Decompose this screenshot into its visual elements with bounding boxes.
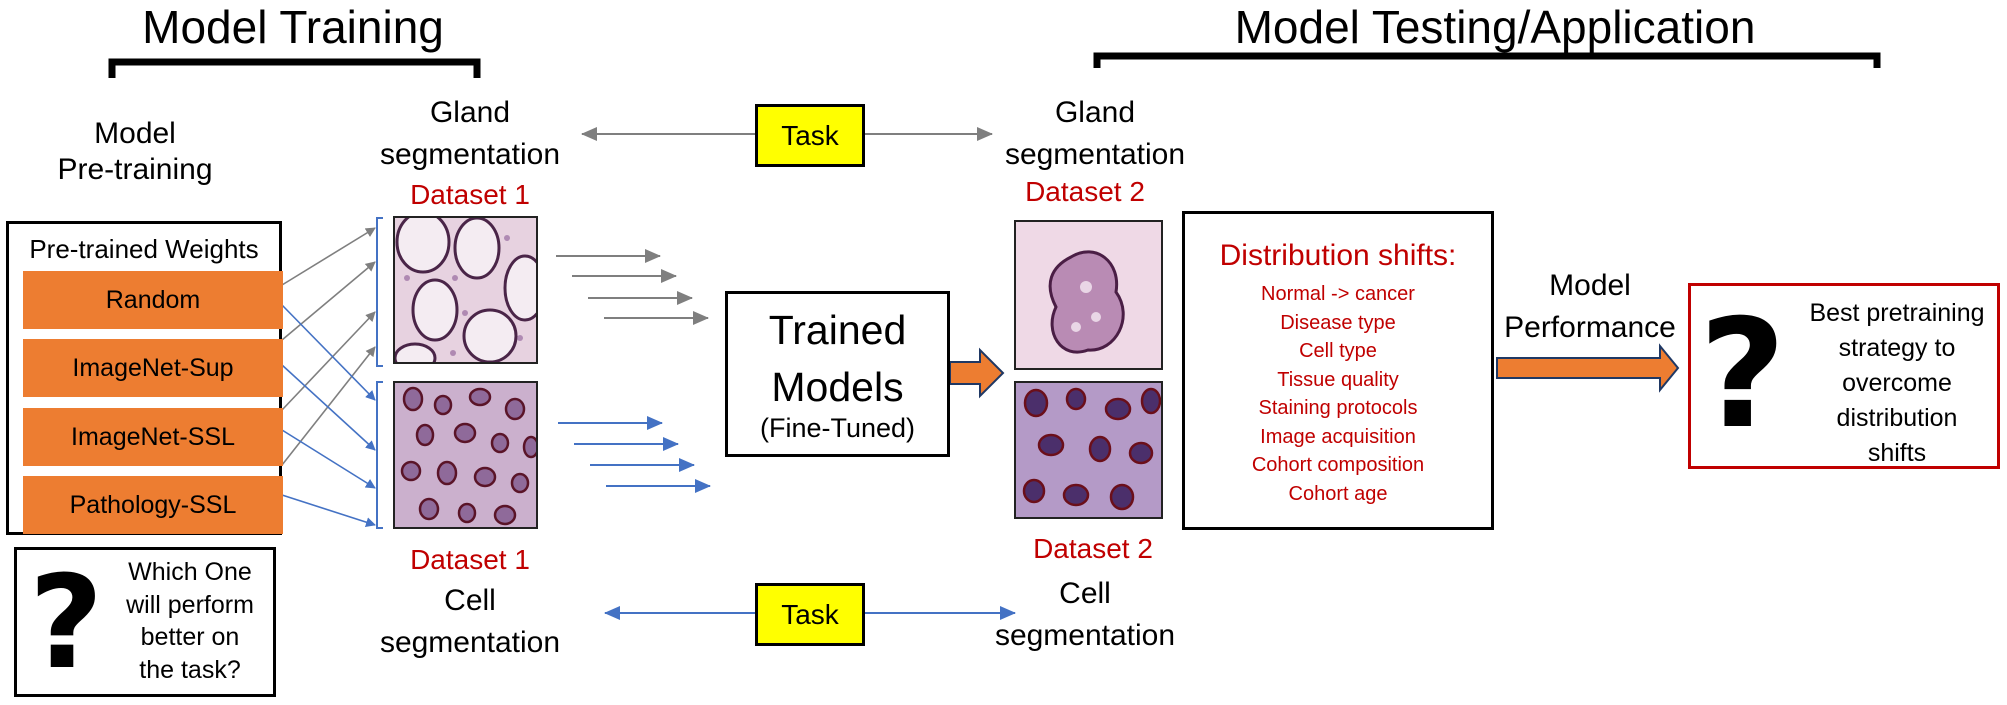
weight-random: Random	[23, 271, 283, 329]
weight-imagenet-ssl: ImageNet-SSL	[23, 408, 283, 466]
pretraining-title: Model Pre-training	[57, 117, 213, 186]
best-strategy-box: ? Best pretraining strategy to overcome …	[1688, 283, 2000, 469]
training-bracket	[108, 58, 481, 78]
blue-parallel-arrows	[558, 416, 711, 493]
task-box-top: Task	[755, 104, 865, 167]
weight-imagenet-sup: ImageNet-Sup	[23, 339, 283, 397]
gray-fan-arrows	[281, 227, 376, 466]
which-one-text: Which One will perform better on the tas…	[126, 558, 254, 684]
shift-item: Staining protocols	[1258, 397, 1418, 419]
cell-test-dataset: Dataset 2	[1033, 533, 1153, 564]
testing-header: Model Testing/Application	[1234, 1, 1756, 53]
gland-train-image	[393, 216, 538, 364]
which-one-box: ? Which One will perform better on the t…	[14, 547, 276, 697]
cell-train-image	[393, 381, 538, 529]
cell-train-dataset: Dataset 1	[410, 544, 530, 575]
question-mark-icon: ?	[1699, 288, 1787, 462]
gray-parallel-arrows	[556, 249, 709, 325]
cell-test-texture	[1016, 383, 1161, 517]
gland-dataset-bracket	[376, 217, 383, 367]
cell-test-label: Cell segmentation	[994, 577, 1176, 652]
trained-models-box: Trained Models (Fine-Tuned)	[725, 291, 950, 457]
blue-fan-arrows	[281, 304, 376, 527]
shift-item: Cohort composition	[1251, 454, 1425, 476]
model-performance-label: Model Performance	[1504, 269, 1676, 344]
shift-item: Normal -> cancer	[1261, 283, 1415, 305]
fine-tuned-label: (Fine-Tuned)	[759, 413, 916, 443]
distribution-shifts-list: Normal -> cancer Disease type Cell type …	[1185, 280, 1491, 508]
testing-bracket	[1093, 52, 1881, 68]
shift-item: Disease type	[1280, 311, 1396, 334]
distribution-shifts-title: Distribution shifts:	[1219, 239, 1457, 272]
gland-test-texture	[1016, 222, 1161, 368]
pretrained-weights-box: Pre-trained Weights Random ImageNet-Sup …	[6, 221, 283, 535]
question-mark-icon: ?	[29, 549, 104, 698]
shift-item: Image acquisition	[1260, 425, 1416, 448]
cell-test-image	[1014, 381, 1163, 519]
shift-item: Tissue quality	[1277, 368, 1399, 391]
gland-test-dataset: Dataset 2	[1025, 176, 1145, 207]
shift-item: Cell type	[1299, 340, 1377, 362]
gland-test-label: Gland segmentation	[1004, 96, 1186, 171]
cell-dataset-bracket	[376, 381, 383, 529]
gland-train-label: Gland segmentation	[379, 96, 561, 171]
orange-arrow-models	[949, 347, 1005, 399]
task-box-bottom: Task	[755, 583, 865, 646]
distribution-shifts-box: Distribution shifts: Normal -> cancer Di…	[1182, 211, 1494, 530]
trained-models-title: Trained Models	[768, 307, 907, 411]
gland-test-image	[1014, 220, 1163, 370]
best-strategy-text: Best pretraining strategy to overcome di…	[1809, 299, 1985, 467]
orange-arrow-performance	[1496, 343, 1680, 393]
training-header: Model Training	[142, 1, 444, 53]
gland-train-dataset: Dataset 1	[410, 179, 530, 210]
cell-train-label: Cell segmentation	[379, 584, 561, 659]
weights-title: Pre-trained Weights	[29, 234, 259, 264]
gland-train-texture	[395, 218, 536, 362]
weight-pathology-ssl: Pathology-SSL	[23, 476, 283, 534]
cell-train-texture	[395, 383, 536, 527]
shift-item: Cohort age	[1288, 482, 1388, 505]
